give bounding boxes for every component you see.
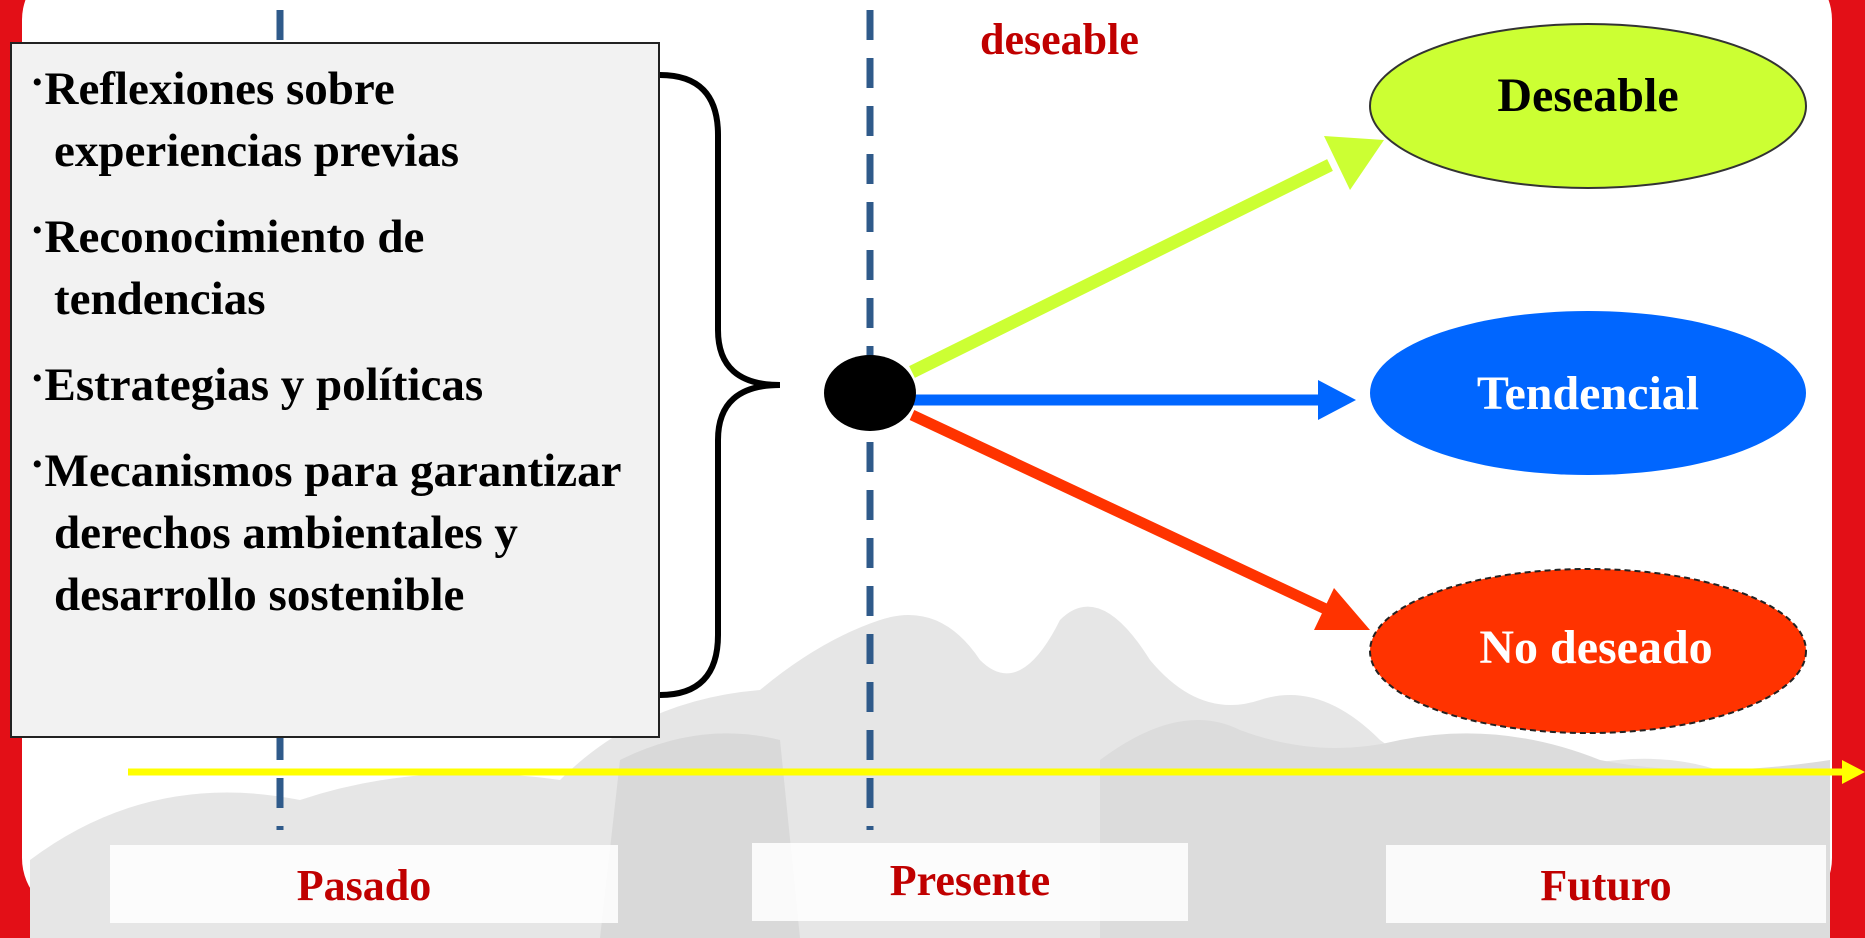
desirable-label: Deseable	[1497, 69, 1679, 122]
timeline-present-label: Presente	[752, 843, 1188, 921]
present-point	[824, 355, 916, 431]
bullet-icon: •	[32, 66, 43, 99]
arrow-desirable-head	[1324, 136, 1384, 190]
past-item-trends: •Reconocimiento de tendencias	[32, 211, 425, 325]
undesired-ellipse	[1369, 568, 1807, 734]
trend-label: Tendencial	[1476, 367, 1700, 420]
past-item-reflections: •Reflexiones sobre experiencias previas	[32, 63, 460, 177]
desirable-ellipse	[1369, 23, 1807, 189]
arrow-undesired-head	[1314, 588, 1370, 630]
timeline-past-label: Pasado	[110, 845, 618, 923]
bullet-icon: •	[32, 448, 43, 481]
arrow-undesired	[909, 410, 1335, 617]
past-item-mechanisms: •Mecanismos para garantizar derechos amb…	[32, 445, 621, 621]
past-factors-box: •Reflexiones sobre experiencias previas …	[10, 42, 660, 738]
past-item-strategies: •Estrategias y políticas	[32, 359, 484, 411]
trend-ellipse	[1370, 311, 1806, 475]
bullet-icon: •	[32, 362, 43, 395]
timeline-future-label: Futuro	[1386, 845, 1826, 923]
arrow-desirable	[909, 159, 1333, 378]
scenario-heading: deseable	[980, 15, 1139, 64]
bullet-icon: •	[32, 214, 43, 247]
undesired-label: No deseado	[1479, 621, 1713, 674]
curly-brace	[659, 72, 781, 698]
arrow-trend-head	[1318, 380, 1356, 420]
timeline-arrowhead	[1842, 760, 1865, 784]
